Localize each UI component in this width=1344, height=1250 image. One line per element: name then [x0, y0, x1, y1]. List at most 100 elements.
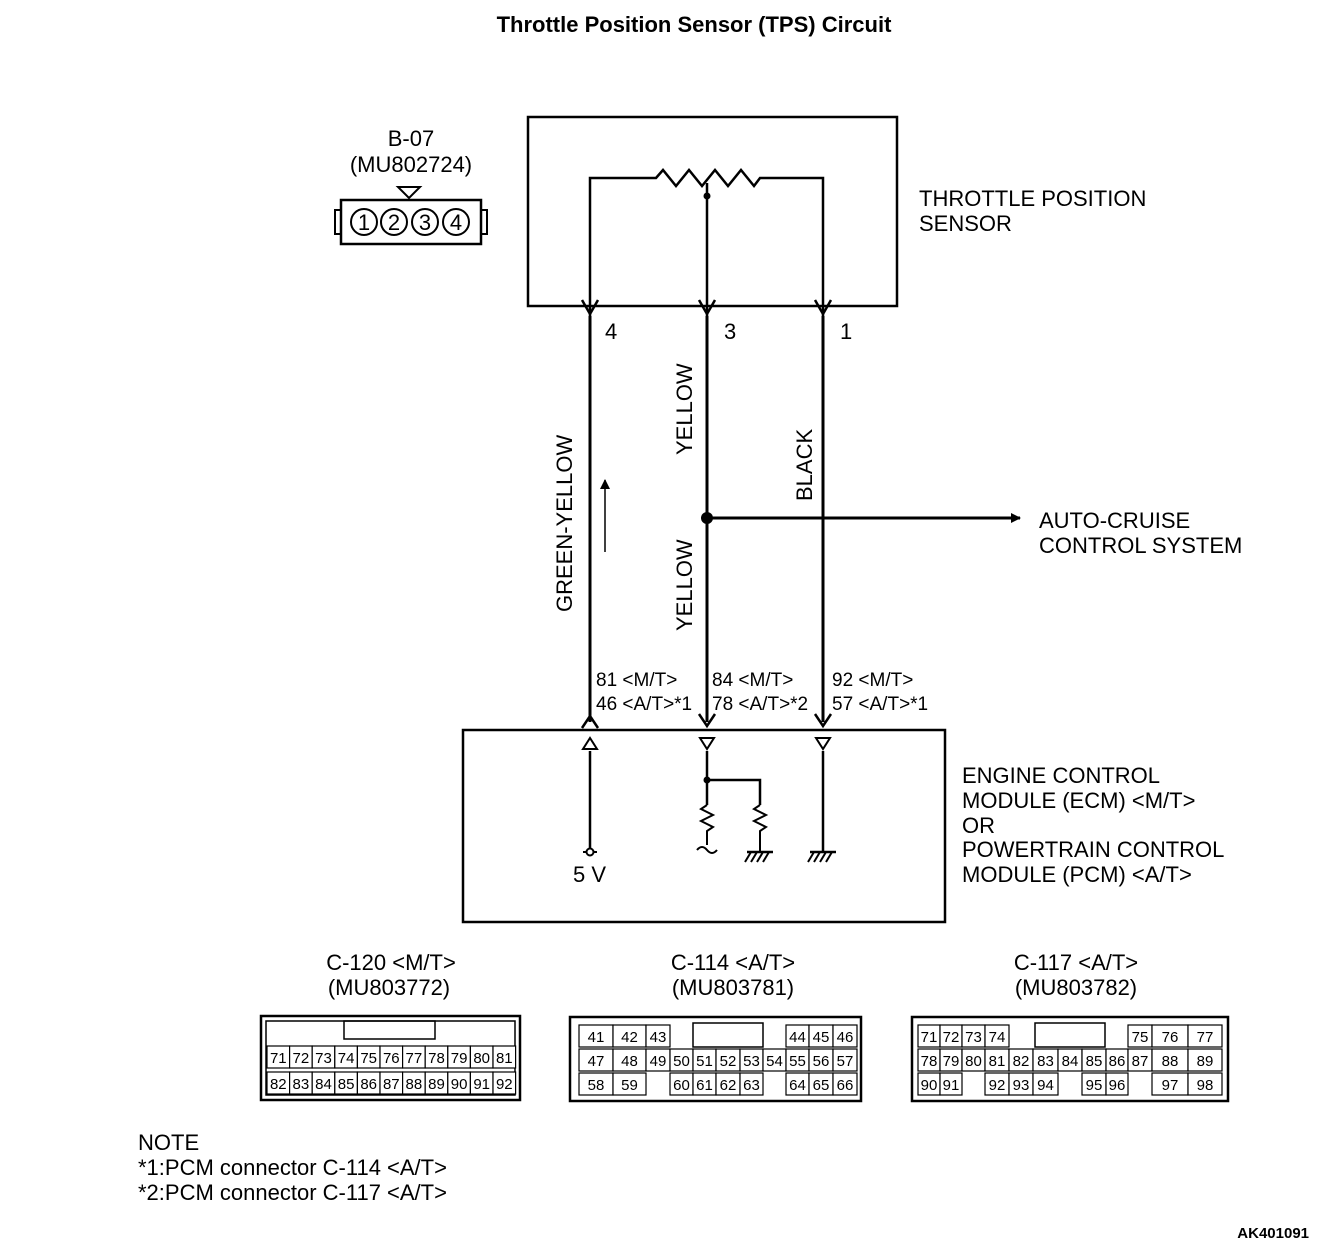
terminal-input-icon: [698, 737, 716, 751]
sensor-pin-4: 4: [605, 319, 617, 344]
connector-pin-number: 61: [696, 1077, 713, 1094]
connector-cell: [1187, 1048, 1223, 1072]
connector-pin-number: 76: [1162, 1029, 1179, 1046]
connector-pin-number: 73: [315, 1050, 332, 1067]
connector-cell: [939, 1072, 963, 1096]
connector-pin-number: 59: [621, 1077, 638, 1094]
connector-pin-number: 46: [837, 1029, 854, 1046]
connector-pin-number: 93: [1013, 1077, 1030, 1094]
sensor-connector-part: (MU802724): [350, 152, 472, 177]
sensor-label-line1: THROTTLE POSITION: [919, 186, 1146, 211]
connector-pin-number: 80: [965, 1053, 982, 1070]
connector-c117-name: C-117 <A/T>: [1014, 950, 1138, 975]
connector-cell: [739, 1072, 764, 1096]
connector-key-slot: [692, 1022, 764, 1048]
connector-pin-number: 90: [921, 1077, 938, 1094]
connector-pin-number: 91: [943, 1077, 960, 1094]
terminal-label-3-at: 57 <A/T>*1: [832, 694, 928, 715]
connector-pin-number: 41: [588, 1029, 605, 1046]
connector-pin-number: 72: [943, 1029, 960, 1046]
terminal-label-1-at: 46 <A/T>*1: [596, 694, 692, 715]
internal-circuit-icon: [696, 846, 718, 854]
connector-pin-number: 83: [1037, 1053, 1054, 1070]
connector-pin-number: 62: [720, 1077, 737, 1094]
connector-pin-number: 92: [496, 1076, 513, 1093]
pull-resistor-icon: [698, 804, 716, 845]
connector-cell: [612, 1072, 647, 1096]
wire-label-yellow-lower: YELLOW: [672, 539, 697, 631]
connector-cell: [832, 1072, 858, 1096]
connector-pin-number: 52: [720, 1053, 737, 1070]
connector-c117-part: (MU803782): [1015, 975, 1137, 1000]
connector-pin-number: 55: [789, 1053, 806, 1070]
connector-pin-number: 85: [1086, 1053, 1103, 1070]
connector-pin-number: 98: [1197, 1077, 1214, 1094]
terminal-label-2-mt: 84 <M/T>: [712, 670, 793, 691]
notes: NOTE *1:PCM connector C-114 <A/T> *2:PCM…: [138, 1130, 447, 1205]
connector-pin-number: 71: [921, 1029, 938, 1046]
diagram-title: Throttle Position Sensor (TPS) Circuit: [497, 12, 892, 37]
connector-pin-label: 4: [450, 210, 462, 235]
ecm-label-line4: POWERTRAIN CONTROL: [962, 837, 1224, 862]
connector-pin-number: 47: [588, 1053, 605, 1070]
connector-pin-number: 45: [813, 1029, 830, 1046]
ground-icon: [744, 850, 773, 863]
connector-pin-number: 77: [1197, 1029, 1214, 1046]
connector-c120-part: (MU803772): [328, 975, 450, 1000]
connector-pin-number: 78: [921, 1053, 938, 1070]
connector-pin-number: 90: [451, 1076, 468, 1093]
ecm-label-line3: OR: [962, 813, 995, 838]
terminal-label-2-at: 78 <A/T>*2: [712, 694, 808, 715]
connector-pin-number: 49: [650, 1053, 667, 1070]
connector-pin-number: 75: [1132, 1029, 1149, 1046]
connector-pin-label: 2: [388, 210, 400, 235]
connector-c114-name: C-114 <A/T>: [671, 950, 795, 975]
connector-cell: [1032, 1072, 1059, 1096]
connector-pin-number: 97: [1162, 1077, 1179, 1094]
connector-pin-number: 75: [360, 1050, 377, 1067]
connector-pin-number: 89: [1197, 1053, 1214, 1070]
connector-cell: [832, 1024, 858, 1048]
connector-pin-number: 44: [789, 1029, 806, 1046]
connector-c120-name: C-120 <M/T>: [326, 950, 456, 975]
auto-cruise-label-line1: AUTO-CRUISE: [1039, 508, 1190, 533]
connector-cell: [832, 1048, 858, 1072]
connector-pin-number: 48: [621, 1053, 638, 1070]
connector-pin-circle: [411, 208, 439, 236]
connector-pin-number: 58: [588, 1077, 605, 1094]
connector-pin-number: 57: [837, 1053, 854, 1070]
connector-pin-number: 81: [496, 1050, 513, 1067]
notes-heading: NOTE: [138, 1130, 199, 1155]
terminal-output-icon: [581, 736, 599, 750]
connector-pin-circle: [380, 208, 408, 236]
terminal-label-1-mt: 81 <M/T>: [596, 670, 677, 691]
sensor-box: [526, 115, 899, 308]
connector-pin-number: 54: [766, 1053, 783, 1070]
note-line-1: *1:PCM connector C-114 <A/T>: [138, 1155, 447, 1180]
note-line-2: *2:PCM connector C-117 <A/T>: [138, 1180, 447, 1205]
supply-voltage-label: 5 V: [573, 862, 606, 887]
connector-pin-number: 83: [293, 1076, 310, 1093]
wire-label-black: BLACK: [792, 429, 817, 501]
connector-pin-number: 74: [989, 1029, 1006, 1046]
sensor-connector-name: B-07: [388, 126, 434, 151]
connector-pin-number: 76: [383, 1050, 400, 1067]
harness-wires: AUTO-CRUISE CONTROL SYSTEM GREEN-YELLOW …: [552, 316, 1242, 729]
connector-pin-number: 56: [813, 1053, 830, 1070]
connector-pin-number: 72: [293, 1050, 310, 1067]
connector-pin-number: 51: [696, 1053, 713, 1070]
connector-pin-number: 53: [743, 1053, 760, 1070]
connector-pin-number: 71: [270, 1050, 287, 1067]
connector-pin-number: 91: [473, 1076, 490, 1093]
terminal-label-3-mt: 92 <M/T>: [832, 670, 913, 691]
engine-control-module: 5 V ENGINE CONTROL MODULE (ECM) <M/T> OR…: [461, 728, 1224, 924]
connector-key-icon: [395, 186, 423, 200]
